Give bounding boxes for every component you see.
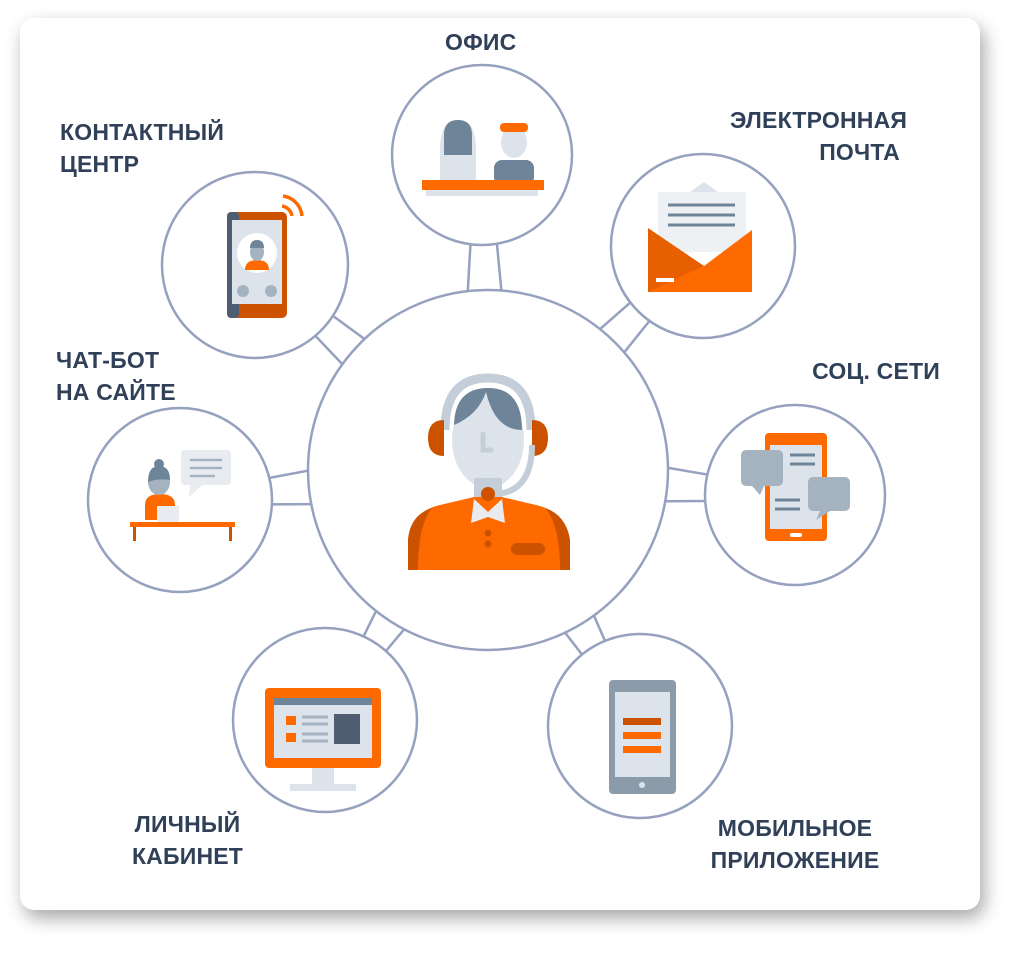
office-desk-icon [422, 120, 544, 196]
connector-line [312, 332, 345, 366]
connector-line [266, 469, 310, 480]
operator-icon [408, 373, 570, 570]
phone-call-icon [227, 194, 304, 318]
connector-line [329, 313, 367, 341]
connector-line [563, 630, 585, 658]
monitor-icon [265, 688, 381, 791]
connector-line [622, 317, 653, 355]
connector-line [592, 613, 608, 645]
label-social: СОЦ. СЕТИ [812, 358, 940, 384]
tablet-app-icon [609, 680, 676, 794]
channel-circle-office [390, 63, 574, 247]
connector-line [382, 627, 406, 655]
connector-line [495, 240, 503, 292]
connector-line [598, 299, 634, 331]
chatbot-icon [130, 450, 235, 541]
channel-circle-chatbot [86, 406, 274, 594]
label-office: ОФИС [445, 29, 517, 55]
social-chat-icon [741, 433, 850, 541]
connector-line [361, 609, 378, 640]
connector-line [466, 241, 472, 293]
connectors [266, 240, 711, 658]
connector-line [666, 466, 711, 477]
envelope-icon [648, 182, 752, 292]
